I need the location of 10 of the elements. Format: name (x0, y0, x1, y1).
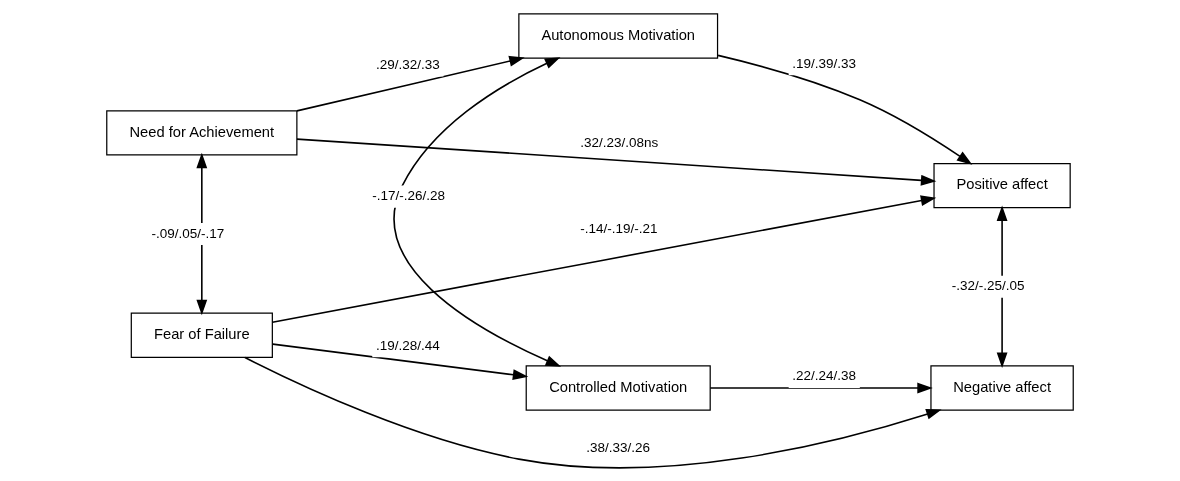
edge-label: .19/.28/.44 (375, 337, 440, 353)
edge-label: -.17/-.26/.28 (372, 187, 446, 203)
edge-label: .38/.33/.26 (586, 439, 651, 455)
edge-label: -.14/-.19/-.21 (580, 220, 658, 236)
edge-label: .19/.39/.33 (792, 55, 857, 71)
edge-label: .32/.23/.08ns (580, 134, 659, 150)
edge-label: -.32/-.25/.05 (951, 277, 1025, 293)
edge-label: -.09/.05/-.17 (151, 224, 225, 240)
edge-label: .29/.32/.33 (375, 56, 440, 72)
edge-label: .22/.24/.38 (792, 367, 857, 383)
